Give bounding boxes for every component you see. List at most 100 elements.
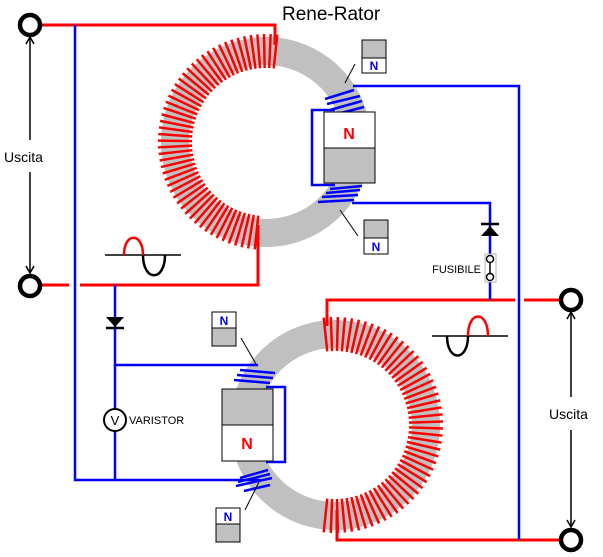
winding-turn (397, 463, 428, 484)
winding-turn (212, 47, 231, 79)
winding-turn (380, 340, 405, 369)
winding-turn (236, 37, 248, 71)
terminals (17, 12, 584, 553)
winding-turn (350, 496, 361, 531)
output-arrow-right (566, 310, 576, 529)
winding-turn (188, 193, 215, 220)
svg-text:N: N (372, 240, 381, 254)
winding-turn (167, 94, 200, 112)
winding-turn (206, 50, 227, 81)
winding-turn (161, 113, 195, 125)
winding-turn (335, 317, 340, 352)
winding-turn (359, 493, 374, 527)
winding-turn (322, 498, 329, 533)
winding-turn (158, 148, 193, 156)
winding-turn (200, 54, 224, 84)
winding-turn (408, 431, 443, 437)
winding-turn (354, 495, 368, 529)
terminal-mid-right (558, 287, 584, 313)
winding-turn (394, 360, 424, 383)
winding-turn (170, 88, 202, 108)
winding-turn (391, 471, 420, 495)
winding-turn (177, 77, 207, 100)
winding-turn (163, 106, 197, 120)
winding-turn (217, 44, 235, 76)
winding-turn (215, 207, 234, 239)
winding-turn (158, 132, 193, 138)
magnet-top-large: N (323, 111, 376, 184)
winding-turn (364, 325, 381, 358)
winding-turn (354, 321, 368, 355)
winding-turn (406, 440, 441, 451)
winding-turn (272, 34, 279, 69)
winding-turn (162, 162, 196, 175)
control-coil-bottom-upper (233, 368, 276, 385)
winding-turn (403, 449, 437, 465)
toroid-bottom (230, 317, 443, 533)
winding-turn (329, 317, 334, 352)
winding-turn (372, 332, 393, 363)
svg-text:N: N (241, 436, 253, 453)
winding-turn (376, 484, 399, 514)
winding-turn (405, 445, 439, 458)
winding-turn (181, 72, 210, 96)
control-coil-bottom-lower (235, 468, 273, 493)
winding-turn (408, 413, 443, 419)
winding-turn (408, 426, 443, 430)
magnet-top-large-pole: N (343, 126, 355, 143)
winding-turn (267, 34, 272, 69)
terminal-mid-left (17, 273, 43, 299)
toroid-top-winding (157, 33, 279, 250)
winding-turn (223, 41, 240, 74)
winding-turn (193, 196, 219, 224)
winding-turn (227, 211, 242, 244)
winding-turn (165, 100, 198, 116)
varistor: V VARISTOR (103, 408, 184, 432)
winding-turn (364, 492, 381, 525)
winding-turn (198, 199, 222, 229)
magnet-bottom-large: N (221, 388, 274, 462)
winding-turn (388, 350, 415, 376)
winding-turn (405, 392, 439, 405)
output-label-right: Uscita (549, 406, 588, 422)
control-wires (73, 25, 521, 540)
svg-text:N: N (224, 510, 233, 524)
winding-turn (233, 212, 247, 246)
winding-turn (240, 213, 251, 248)
output-label-left: Uscita (4, 149, 43, 165)
svg-text:V: V (111, 413, 120, 428)
winding-turn (195, 58, 220, 87)
winding-turn (399, 458, 431, 478)
winding-turn (174, 82, 205, 104)
winding-turn (394, 467, 424, 490)
winding-turn (368, 328, 387, 361)
winding-turn (184, 190, 212, 215)
winding-turn (407, 406, 442, 415)
magnet-small-top-1: N (344, 39, 387, 84)
winding-turn (407, 435, 442, 444)
winding-turn (160, 157, 195, 169)
winding-turn (159, 119, 194, 129)
winding-turn (401, 454, 434, 471)
fuse: FUSIBILE (432, 253, 497, 283)
winding-turn (408, 420, 443, 424)
fuse-label: FUSIBILE (432, 264, 481, 276)
terminal-top-left (17, 12, 43, 38)
winding-turn (399, 372, 431, 392)
winding-turn (190, 62, 217, 90)
magnet-small-bottom-2: N (215, 481, 260, 543)
winding-turn (384, 345, 410, 372)
winding-turn (403, 385, 437, 401)
winding-turn (221, 209, 238, 242)
winding-turn (345, 318, 354, 353)
diagram-title: Rene-Rator (282, 4, 381, 25)
winding-turn (209, 204, 230, 236)
toroid-bottom-winding (322, 317, 443, 533)
winding-turn (329, 498, 334, 533)
winding-turn (230, 39, 244, 73)
winding-turn (246, 214, 255, 249)
magnet-small-top-2: N (339, 209, 389, 255)
winding-turn (345, 497, 354, 532)
svg-text:N: N (220, 314, 229, 328)
